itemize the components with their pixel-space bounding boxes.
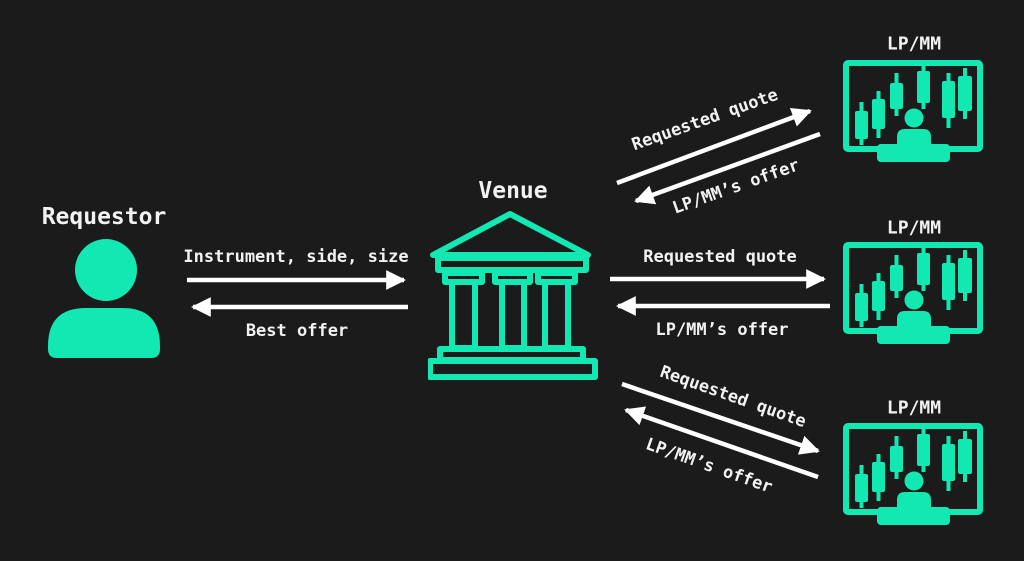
flow-label-requested-quote-middle: Requested quote [643,247,797,267]
arrow-venue-to-lp-top [616,107,812,186]
lp-mm-trader-monitor-icon-bottom [843,423,983,530]
requestor-label: Requestor [41,204,167,230]
flow-label-lpmm-offer-middle: LP/MM’s offer [655,320,789,340]
lp-mm-label-middle: LP/MM [886,217,942,239]
lp-mm-trader-monitor-icon-middle [843,242,983,349]
flow-label-instrument-side-size: Instrument, side, size [183,247,409,267]
venue-bank-icon [428,211,598,380]
venue-label: Venue [478,178,548,204]
lp-mm-trader-monitor-icon-top [843,60,983,167]
lp-mm-label-bottom: LP/MM [886,397,942,419]
requestor-person-icon [48,239,160,358]
arrow-lp-top-to-venue [634,131,821,205]
arrow-venue-to-lp-bottom [621,381,820,455]
arrow-lp-bottom-to-venue [624,406,819,480]
flow-label-best-offer: Best offer [245,321,349,341]
lp-mm-label-top: LP/MM [886,33,942,55]
